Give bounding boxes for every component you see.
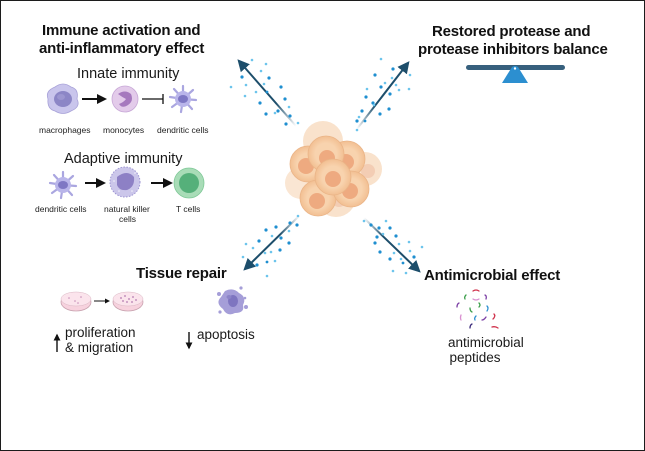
monocyte-icon [111, 85, 139, 113]
label-t-cells: T cells [176, 204, 201, 214]
label-monocytes: monocytes [103, 125, 145, 135]
immune-title-line2: anti-inflammatory effect [39, 40, 205, 57]
antimicrobial-peptides-icon [456, 289, 499, 329]
protease-title-line2: protease inhibitors balance [418, 41, 608, 58]
label-dendritic-cells: dendritic cells [157, 125, 209, 135]
t-cell-icon [173, 167, 205, 199]
label-dendritic-cells-adaptive: dendritic cells [35, 204, 87, 214]
natural-killer-cell-icon [109, 166, 141, 198]
label-antimicrobial: antimicrobial [448, 335, 524, 350]
dendritic-cell-icon [168, 84, 198, 114]
petri-dish-before-icon [60, 291, 92, 312]
label-migration: & migration [65, 340, 134, 355]
label-natural-killer-cells: cells [119, 214, 137, 224]
inhibition-line [142, 94, 164, 104]
label-peptides: peptides [449, 350, 501, 365]
dendritic-cell-icon [48, 170, 78, 200]
label-natural-killer: natural killer [104, 204, 150, 214]
immune-title-line1: Immune activation and [42, 22, 201, 39]
apoptotic-cell-icon [217, 286, 248, 315]
petri-dish-after-icon [112, 291, 144, 312]
cell-cluster-icon [285, 121, 382, 217]
protease-title-line1: Restored protease and [432, 23, 591, 40]
label-apoptosis: apoptosis [197, 327, 255, 342]
balance-scale-icon [466, 65, 565, 83]
macrophage-icon [46, 83, 79, 114]
arrow-up-right [355, 57, 412, 132]
antimicrobial-title: Antimicrobial effect [424, 267, 561, 284]
arrow-down-left [241, 214, 300, 278]
label-proliferation: proliferation [65, 325, 136, 340]
arrow-up-left [229, 58, 300, 127]
label-macrophages: macrophages [39, 125, 91, 135]
arrow-down-right [362, 217, 424, 275]
tissue-repair-title: Tissue repair [136, 265, 227, 282]
innate-immunity-heading: Innate immunity [77, 66, 180, 82]
adaptive-immunity-heading: Adaptive immunity [64, 151, 183, 167]
